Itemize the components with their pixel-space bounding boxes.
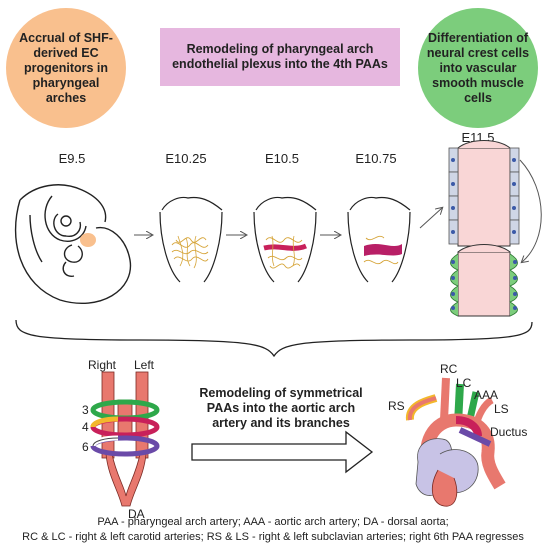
- label-lc: LC: [456, 376, 472, 390]
- label-right: Right: [88, 358, 117, 372]
- embryo-arch-spot: [80, 233, 96, 247]
- vessel-e11-5-bottom: [451, 245, 518, 317]
- bracket: [16, 320, 532, 356]
- symmetric-paas: [93, 372, 157, 506]
- label-left: Left: [134, 358, 155, 372]
- vessel-e11-5-top: [449, 141, 519, 247]
- arch-number-6: 6: [82, 440, 89, 454]
- plexus-e10-25: [160, 198, 222, 283]
- label-ls: LS: [494, 402, 509, 416]
- plexus-e10-75: [348, 198, 410, 283]
- arch-number-3: 3: [82, 403, 89, 417]
- footnote-line-2: RC & LC - right & left carotid arteries;…: [0, 531, 546, 543]
- plexus-e10-5: [254, 198, 316, 283]
- curved-arrow: [520, 160, 541, 262]
- arrow-4: [420, 208, 442, 228]
- label-ductus: Ductus: [490, 425, 527, 439]
- label-rc: RC: [440, 362, 458, 376]
- remodel-arrow: [192, 432, 372, 472]
- label-aaa: AAA: [474, 388, 498, 402]
- remodel-arrow-text: Remodeling of symmetrical PAAs into the …: [188, 386, 374, 431]
- embryo-e9-5: [16, 185, 131, 304]
- arch-number-4: 4: [82, 420, 89, 434]
- footnote-line-1: PAA - pharyngeal arch artery; AAA - aort…: [0, 516, 546, 528]
- label-rs: RS: [388, 399, 405, 413]
